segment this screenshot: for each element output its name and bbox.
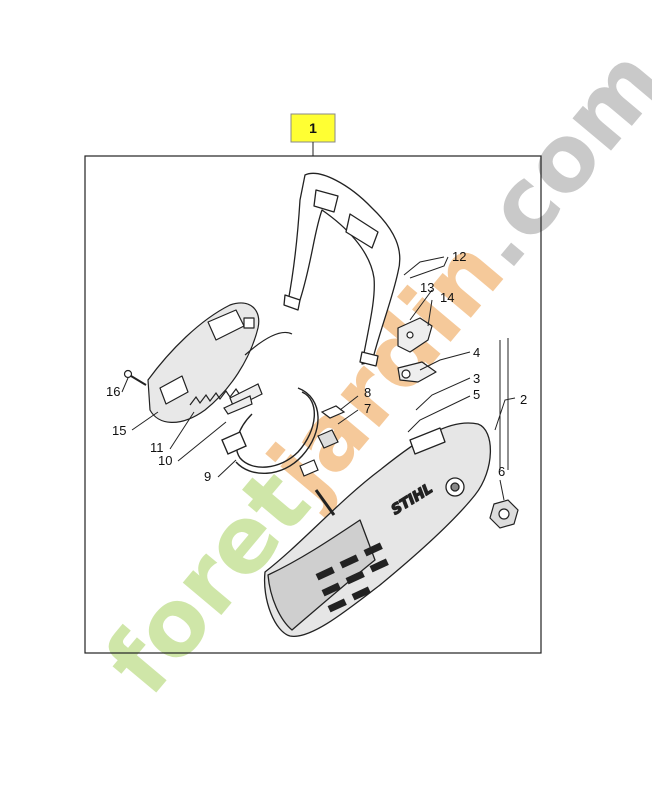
callout-5: 5 xyxy=(473,387,480,402)
callout-7: 7 xyxy=(364,401,371,416)
callout-9: 9 xyxy=(204,469,211,484)
callout-13: 13 xyxy=(420,280,434,295)
callout-14: 14 xyxy=(440,290,454,305)
callout-3: 3 xyxy=(473,371,480,386)
callout-11: 11 xyxy=(150,440,164,455)
main-label: 1 xyxy=(309,120,317,136)
nut xyxy=(489,499,519,529)
hand-guard xyxy=(283,172,401,367)
callout-labels: 2 3 4 5 6 7 8 9 10 11 12 13 14 15 16 xyxy=(106,249,527,484)
small-parts xyxy=(299,405,346,516)
sprocket-cover: STIHL xyxy=(263,422,492,637)
callout-8: 8 xyxy=(364,385,371,400)
callout-15: 15 xyxy=(112,423,126,438)
callout-2: 2 xyxy=(520,392,527,407)
callout-10: 10 xyxy=(158,453,172,468)
leader-lines xyxy=(121,256,516,501)
tensioner-assembly xyxy=(123,302,260,423)
callout-16: 16 xyxy=(106,384,120,399)
cover-vents xyxy=(315,542,389,613)
springs xyxy=(189,331,293,415)
callout-4: 4 xyxy=(473,345,480,360)
diagram-frame xyxy=(84,155,542,654)
callout-6: 6 xyxy=(498,464,505,479)
callout-12: 12 xyxy=(452,249,466,264)
main-label-box xyxy=(290,113,336,143)
brake-band xyxy=(221,387,319,474)
